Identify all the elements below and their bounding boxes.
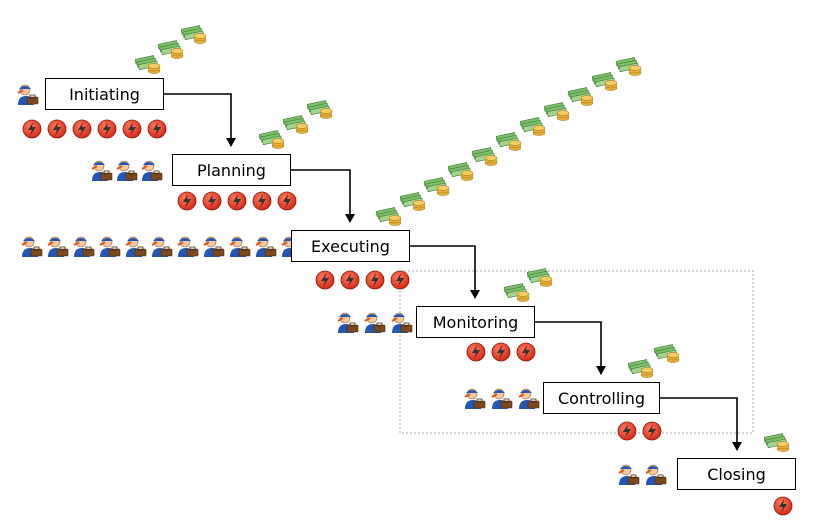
money-stack-icon bbox=[282, 113, 309, 139]
connector-controlling-closing bbox=[660, 397, 742, 451]
worker-icon bbox=[336, 310, 360, 338]
lightning-risk-icon bbox=[202, 191, 222, 215]
worker-icon bbox=[490, 386, 514, 414]
worker-icon bbox=[202, 234, 226, 262]
worker-icon bbox=[617, 462, 641, 490]
connector-planning-executing bbox=[291, 169, 355, 223]
connector-initiating-planning bbox=[164, 93, 236, 147]
money-stack-icon bbox=[495, 130, 522, 156]
money-stack-icon bbox=[471, 145, 498, 171]
phase-initiating-box: Initiating bbox=[45, 78, 164, 110]
worker-icon bbox=[72, 234, 96, 262]
phase-monitoring-box: Monitoring bbox=[416, 306, 535, 338]
worker-icon bbox=[115, 158, 139, 186]
money-stack-icon bbox=[653, 342, 680, 368]
money-stack-icon bbox=[375, 205, 402, 231]
money-stack-icon bbox=[258, 128, 285, 154]
monitoring-controlling-group-border bbox=[399, 270, 754, 434]
phase-executing-box: Executing bbox=[291, 230, 410, 262]
money-stack-icon bbox=[134, 53, 161, 79]
lightning-risk-icon bbox=[47, 119, 67, 143]
phase-planning-box: Planning bbox=[172, 154, 291, 186]
money-stack-icon bbox=[567, 85, 594, 111]
worker-icon bbox=[644, 462, 668, 490]
money-stack-icon bbox=[399, 190, 426, 216]
money-stack-icon bbox=[503, 281, 530, 307]
money-stack-icon bbox=[423, 175, 450, 201]
money-stack-icon bbox=[157, 38, 184, 64]
lightning-risk-icon bbox=[365, 270, 385, 294]
worker-icon bbox=[98, 234, 122, 262]
phase-closing-box: Closing bbox=[677, 458, 796, 490]
lightning-risk-icon bbox=[252, 191, 272, 215]
money-stack-icon bbox=[526, 266, 553, 292]
worker-icon bbox=[228, 234, 252, 262]
lightning-risk-icon bbox=[97, 119, 117, 143]
lightning-risk-icon bbox=[177, 191, 197, 215]
lightning-risk-icon bbox=[227, 191, 247, 215]
money-stack-icon bbox=[519, 115, 546, 141]
lightning-risk-icon bbox=[277, 191, 297, 215]
lightning-risk-icon bbox=[642, 421, 662, 445]
lightning-risk-icon bbox=[122, 119, 142, 143]
connector-monitoring-controlling bbox=[534, 321, 606, 375]
money-stack-icon bbox=[615, 55, 642, 81]
lightning-risk-icon bbox=[773, 496, 793, 520]
money-stack-icon bbox=[447, 160, 474, 186]
worker-icon bbox=[46, 234, 70, 262]
lightning-risk-icon bbox=[617, 421, 637, 445]
money-stack-icon bbox=[763, 431, 790, 457]
lightning-risk-icon bbox=[72, 119, 92, 143]
worker-icon bbox=[140, 158, 164, 186]
lightning-risk-icon bbox=[516, 342, 536, 366]
lightning-risk-icon bbox=[466, 342, 486, 366]
money-stack-icon bbox=[627, 357, 654, 383]
worker-icon bbox=[517, 386, 541, 414]
phase-controlling-box: Controlling bbox=[543, 382, 660, 414]
worker-icon bbox=[90, 158, 114, 186]
worker-icon bbox=[390, 310, 414, 338]
lightning-risk-icon bbox=[315, 270, 335, 294]
connector-executing-monitoring bbox=[410, 245, 480, 299]
money-stack-icon bbox=[306, 98, 333, 124]
lightning-risk-icon bbox=[340, 270, 360, 294]
lightning-risk-icon bbox=[390, 270, 410, 294]
worker-icon bbox=[16, 82, 40, 110]
worker-icon bbox=[150, 234, 174, 262]
money-stack-icon bbox=[591, 70, 618, 96]
lightning-risk-icon bbox=[22, 119, 42, 143]
worker-icon bbox=[463, 386, 487, 414]
money-stack-icon bbox=[180, 23, 207, 49]
lightning-risk-icon bbox=[147, 119, 167, 143]
lightning-risk-icon bbox=[491, 342, 511, 366]
worker-icon bbox=[254, 234, 278, 262]
worker-icon bbox=[363, 310, 387, 338]
worker-icon bbox=[20, 234, 44, 262]
worker-icon bbox=[176, 234, 200, 262]
money-stack-icon bbox=[543, 100, 570, 126]
worker-icon bbox=[124, 234, 148, 262]
